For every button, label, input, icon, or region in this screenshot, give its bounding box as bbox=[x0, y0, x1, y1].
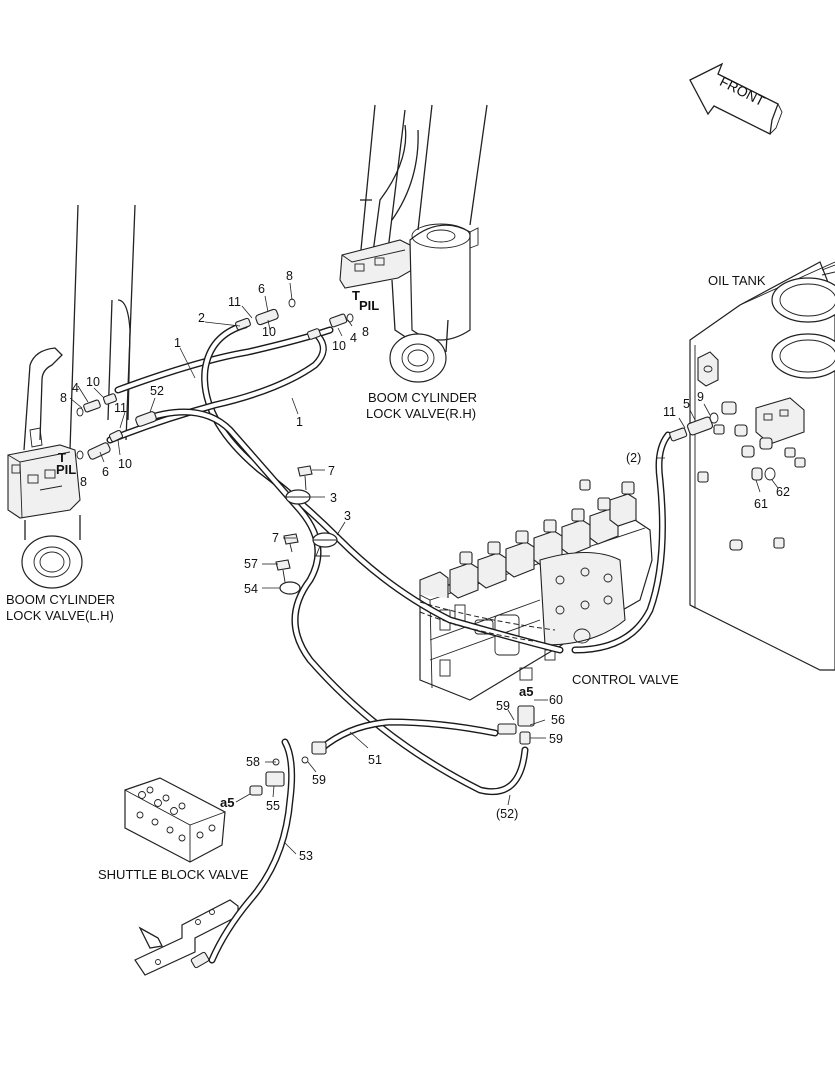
part-8-lh-top: 8 bbox=[60, 391, 67, 405]
boom-cylinder-lh-label-line2: LOCK VALVE(L.H) bbox=[6, 608, 114, 623]
part-4-lh: 4 bbox=[72, 381, 79, 395]
part-11-rh: 11 bbox=[228, 295, 241, 309]
part-10-lh-top: 10 bbox=[86, 375, 100, 389]
component-labels: OIL TANK BOOM CYLINDER LOCK VALVE(R.H) B… bbox=[6, 273, 766, 882]
boom-cylinder-rh-label-line1: BOOM CYLINDER bbox=[368, 390, 477, 405]
part-61: 61 bbox=[754, 497, 768, 511]
part-57: 57 bbox=[244, 557, 258, 571]
boom-cylinder-rh-label-line2: LOCK VALVE(R.H) bbox=[366, 406, 476, 421]
port-labels: T PIL T PIL a5 a5 bbox=[56, 288, 533, 810]
control-valve-label: CONTROL VALVE bbox=[572, 672, 679, 687]
part-10-rh-right: 10 bbox=[332, 339, 346, 353]
boom-arm-left bbox=[23, 204, 136, 451]
port-pil-rh: PIL bbox=[359, 298, 379, 313]
part-59-upper: 59 bbox=[496, 699, 510, 713]
part-2-ref: (2) bbox=[626, 451, 641, 465]
part-11-lh: 11 bbox=[114, 401, 127, 415]
part-8-rh-right: 8 bbox=[362, 325, 369, 339]
part-3-upper: 3 bbox=[330, 491, 337, 505]
part-9: 9 bbox=[697, 390, 704, 404]
boom-cylinder-lh-label-line1: BOOM CYLINDER bbox=[6, 592, 115, 607]
part-2: 2 bbox=[198, 311, 205, 325]
part-7-upper: 7 bbox=[328, 464, 335, 478]
part-51: 51 bbox=[368, 753, 382, 767]
part-8-rh-top: 8 bbox=[286, 269, 293, 283]
port-pil-lh: PIL bbox=[56, 462, 76, 477]
hoses bbox=[106, 321, 672, 964]
part-4-rh: 4 bbox=[350, 331, 357, 345]
part-5: 5 bbox=[683, 397, 690, 411]
port-t-rh: T bbox=[352, 288, 360, 303]
part-62: 62 bbox=[776, 485, 790, 499]
part-54: 54 bbox=[244, 582, 258, 596]
part-55: 55 bbox=[266, 799, 280, 813]
control-valve bbox=[419, 479, 653, 701]
part-59-lower: 59 bbox=[312, 773, 326, 787]
leader-lines bbox=[69, 282, 779, 855]
part-1-lower: 1 bbox=[296, 415, 303, 429]
part-58: 58 bbox=[246, 755, 260, 769]
port-t-lh: T bbox=[58, 450, 66, 465]
part-1-upper: 1 bbox=[174, 336, 181, 350]
port-a5-control-valve: a5 bbox=[519, 684, 533, 699]
oil-tank-label: OIL TANK bbox=[708, 273, 766, 288]
front-label: FRONT bbox=[717, 73, 768, 109]
part-10-lh-bottom: 10 bbox=[118, 457, 132, 471]
port-a5-shuttle: a5 bbox=[220, 795, 234, 810]
part-6-rh: 6 bbox=[258, 282, 265, 296]
part-10-rh-left: 10 bbox=[262, 325, 276, 339]
part-8-lh-bottom: 8 bbox=[80, 475, 87, 489]
part-3-lower: 3 bbox=[344, 509, 351, 523]
boom-cylinder-lock-valve-rh bbox=[339, 223, 479, 383]
boom-arm-right bbox=[359, 104, 488, 261]
part-52: 52 bbox=[150, 384, 164, 398]
part-7-lower: 7 bbox=[272, 531, 279, 545]
oil-tank bbox=[686, 261, 835, 671]
part-52-ref: (52) bbox=[496, 807, 518, 821]
part-53: 53 bbox=[299, 849, 313, 863]
part-56: 56 bbox=[551, 713, 565, 727]
part-number-labels: 1 1 2 11 6 8 10 8 4 10 4 10 8 11 52 10 6… bbox=[60, 269, 790, 863]
part-59-right: 59 bbox=[549, 732, 563, 746]
part-60: 60 bbox=[549, 693, 563, 707]
shuttle-block-valve-label: SHUTTLE BLOCK VALVE bbox=[98, 867, 249, 882]
part-6-lh: 6 bbox=[102, 465, 109, 479]
part-11-tank: 11 bbox=[663, 405, 676, 419]
front-direction-arrow: FRONT bbox=[689, 62, 783, 135]
shuttle-block-valve bbox=[124, 777, 226, 863]
boom-cylinder-lock-valve-lh bbox=[7, 427, 83, 589]
